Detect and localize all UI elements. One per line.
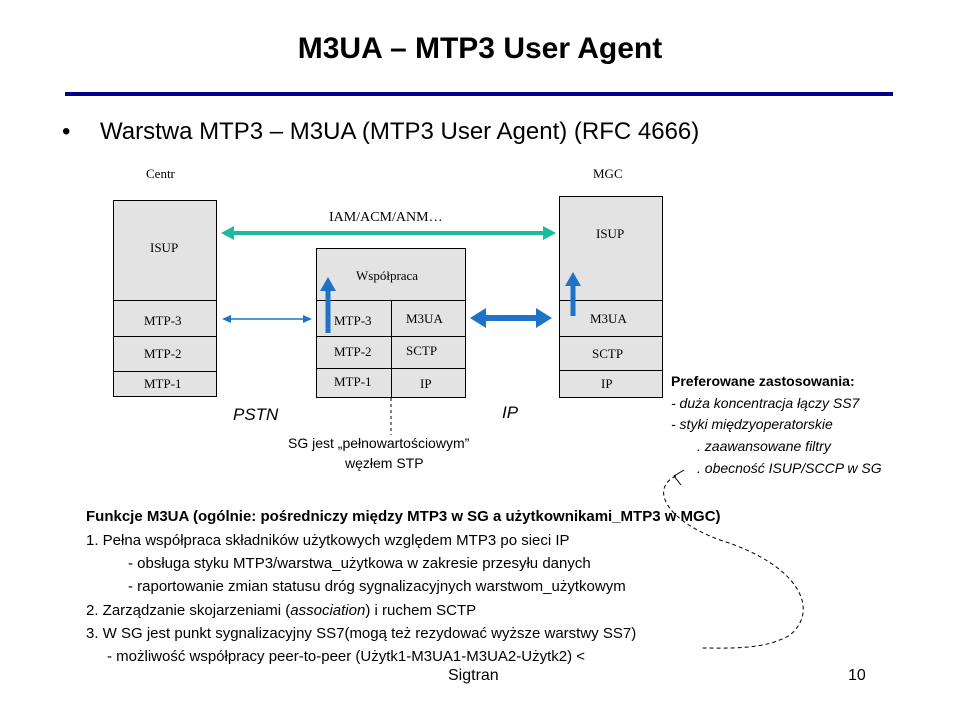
peer-connector-head [673,469,685,486]
mgc-divider [559,336,663,337]
preferred-heading: Preferowane zastosowania: [671,373,855,389]
sg-note-line1: SG jest „pełnowartościowym” [288,435,470,451]
mgc-sctp: SCTP [592,346,624,361]
functions-line: - raportowanie zmian statusu dróg sygnal… [128,578,626,595]
isup-peer-arrow [221,226,556,240]
mgc-isup: ISUP [596,226,625,241]
preferred-item: - duża koncentracja łączy SS7 [671,395,860,411]
m3ua-link-arrow [470,308,552,328]
association-term: association [290,602,366,619]
mtp3-link-arrow [222,315,312,323]
functions-line: 1. Pełna współpraca składników użytkowyc… [86,532,570,549]
centr-label: Centr [146,166,175,181]
footer-label: Sigtran [448,667,499,684]
ip-label: IP [502,403,519,422]
sg-sctp: SCTP [406,343,438,358]
preferred-item: - styki międzyoperatorskie [671,416,833,432]
sg-ip: IP [420,376,432,391]
functions-line: - obsługa styku MTP3/warstwa_użytkowa w … [128,555,591,572]
mgc-ip: IP [601,376,613,391]
mgc-stack [559,196,663,398]
centr-mtp1: MTP-1 [144,376,182,391]
mgc-divider [559,300,663,301]
sg-mtp2: MTP-2 [334,344,372,359]
page-number: 10 [848,667,866,684]
functions-line: 2. Zarządzanie skojarzeniami (associatio… [86,599,476,623]
mgc-up-arrow [565,272,581,316]
sg-m3ua: M3UA [406,311,443,326]
mgc-m3ua: M3UA [590,311,627,326]
centr-isup: ISUP [150,240,179,255]
functions-heading: Funkcje M3UA (ogólnie: pośredniczy międz… [86,508,721,525]
bullet-symbol: • [62,118,71,145]
functions-line-part: ) i ruchem SCTP [365,602,477,619]
centr-mtp3: MTP-3 [144,313,182,328]
slide-title: M3UA – MTP3 User Agent [297,32,663,65]
mgc-label: MGC [593,166,623,181]
functions-line-part: 2. Zarządzanie skojarzeniami ( [86,602,291,619]
preferred-item: . zaawansowane filtry [697,438,831,454]
pstn-label: PSTN [233,405,279,424]
functions-line: - możliwość współpracy peer-to-peer (Uży… [107,648,586,665]
sg-note-line2: węzłem STP [345,455,424,471]
iam-label: IAM/ACM/ANM… [329,210,443,225]
sg-mtp3: MTP-3 [334,313,372,328]
centr-divider [113,300,217,301]
centr-divider [113,371,217,372]
centr-mtp2: MTP-2 [144,346,182,361]
sg-split [391,300,392,398]
sg-wspolpraca: Współpraca [356,268,419,283]
sg-mtp1: MTP-1 [334,374,372,389]
centr-stack [113,200,217,397]
centr-divider [113,336,217,337]
bullet-text: Warstwa MTP3 – M3UA (MTP3 User Agent) (R… [100,118,700,145]
mgc-divider [559,370,663,371]
sg-up-arrow [320,277,336,333]
preferred-item: . obecność ISUP/SCCP w SG [697,460,882,476]
peer-connector [663,475,804,649]
title-underline [65,92,893,96]
functions-line: 3. W SG jest punkt sygnalizacyjny SS7(mo… [86,625,637,642]
